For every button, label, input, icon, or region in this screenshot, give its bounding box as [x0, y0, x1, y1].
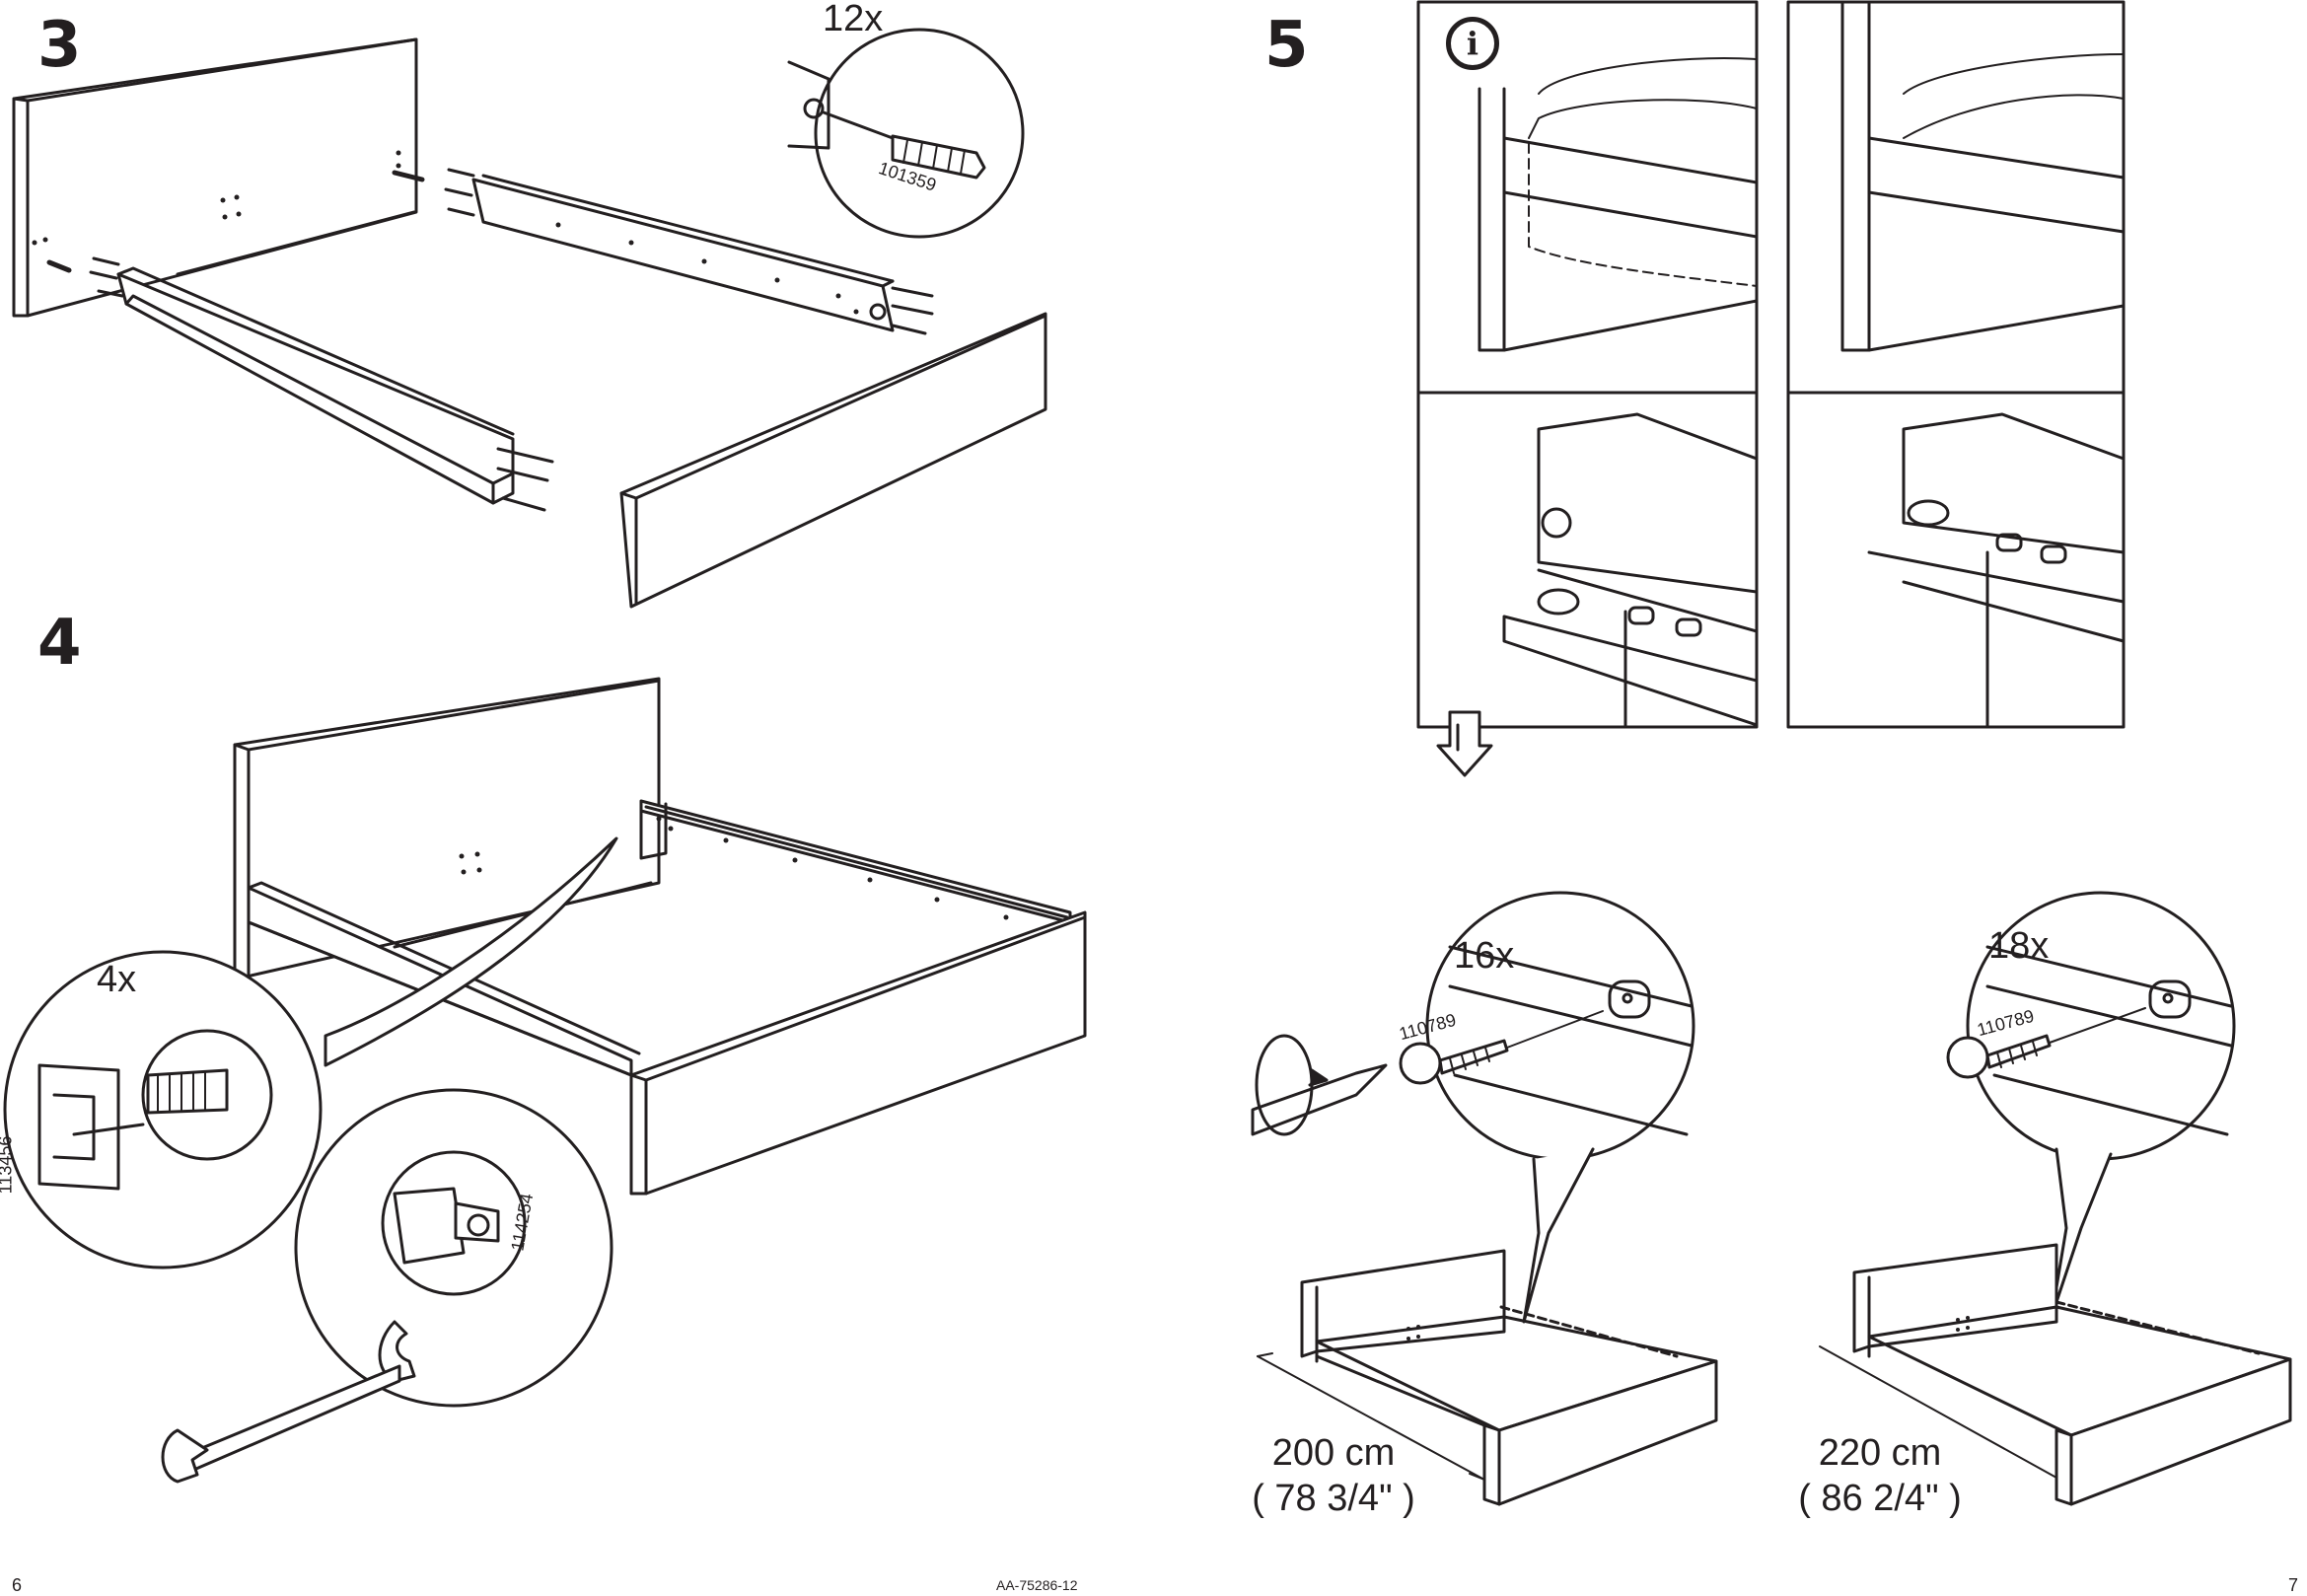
length-inch-200: ( 78 3/4" ) [1252, 1478, 1415, 1520]
length-cm-200: 200 cm [1271, 1432, 1396, 1474]
step4-illustration [3, 677, 1087, 1484]
step3-illustration [12, 28, 1047, 609]
page-number-left: 6 [12, 1575, 23, 1595]
step5-illustration [1251, 0, 2292, 1506]
bolt-quantity: 4x [97, 959, 137, 1000]
screw-quantity-220: 18x [1988, 925, 2050, 967]
bolt-part-number: 113456 [0, 1135, 16, 1195]
document-code: AA-75286-12 [996, 1577, 1078, 1593]
step-number-3: 3 [37, 9, 82, 82]
bed-length-200: 200 cm ( 78 3/4" ) [1215, 1430, 1452, 1522]
page-number-right: 7 [2288, 1575, 2299, 1595]
length-cm-220: 220 cm [1818, 1432, 1942, 1474]
length-inch-220: ( 86 2/4" ) [1798, 1478, 1962, 1520]
bed-length-220: 220 cm ( 86 2/4" ) [1762, 1430, 1998, 1522]
step-number-4: 4 [37, 607, 82, 680]
step-number-5: 5 [1264, 9, 1309, 82]
info-icon: i [1446, 17, 1499, 70]
dowel-quantity: 12x [823, 0, 884, 39]
screw-quantity-200: 16x [1454, 935, 1515, 977]
